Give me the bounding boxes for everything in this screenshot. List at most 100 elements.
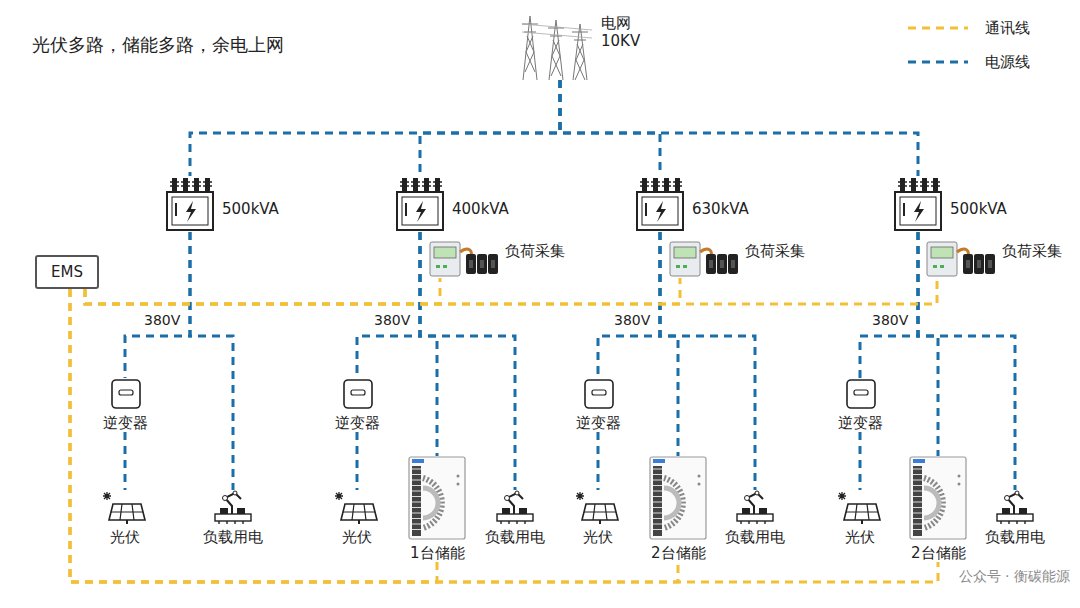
bess-icon	[909, 456, 967, 540]
power-line	[660, 232, 755, 490]
transformer-node: 500kVA	[163, 176, 281, 232]
load-node: 负载用电	[983, 490, 1047, 546]
load-icon	[733, 490, 777, 524]
bess-icon	[408, 456, 466, 540]
ems-box: EMS	[35, 255, 99, 289]
node-label: 1台储能	[410, 544, 465, 562]
inverter-node: 逆变器	[333, 378, 382, 432]
load-meter-node: 负荷采集	[925, 238, 1064, 278]
power-line-sample	[908, 61, 968, 64]
node-label: 负载用电	[203, 528, 263, 546]
power-line	[420, 80, 560, 176]
node-label: 负荷采集	[1002, 242, 1062, 260]
node-label: 负载用电	[985, 528, 1045, 546]
power-line	[190, 232, 233, 490]
comm-line	[85, 278, 680, 304]
node-label: 负荷采集	[745, 242, 805, 260]
inv-icon	[582, 378, 616, 410]
node-label: 电网 10KV	[601, 14, 645, 50]
power-line	[190, 80, 560, 176]
node-label: 400kVA	[452, 200, 509, 218]
load-icon	[993, 490, 1037, 524]
comm-line	[70, 289, 938, 582]
meter-icon	[668, 238, 740, 278]
load-icon	[493, 490, 537, 524]
voltage-label: 380V	[374, 312, 410, 329]
comm-line	[85, 278, 440, 304]
inverter-node: 逆变器	[836, 378, 885, 432]
legend-text: 电源线	[985, 53, 1030, 71]
pv-icon	[576, 490, 620, 524]
pv-node: 光伏	[836, 490, 884, 546]
inv-icon	[109, 378, 143, 410]
diagram-title-note: 光伏多路，储能多路，余电上网	[32, 34, 284, 56]
node-label: 逆变器	[576, 414, 621, 432]
node-label: 光伏	[845, 528, 875, 546]
transformer-node: 500kVA	[891, 176, 1009, 232]
node-label: 光伏	[110, 528, 140, 546]
xfmr-icon	[891, 176, 945, 232]
transformer-node: 630kVA	[633, 176, 751, 232]
comm-line	[70, 289, 678, 582]
xfmr-icon	[633, 176, 687, 232]
power-line	[560, 80, 660, 176]
bess-icon	[649, 456, 707, 540]
node-label: 负载用电	[485, 528, 545, 546]
node-label: 500kVA	[950, 200, 1007, 218]
node-label: 负载用电	[725, 528, 785, 546]
power-line	[859, 432, 862, 490]
meter-icon	[925, 238, 997, 278]
inverter-node: 逆变器	[101, 378, 150, 432]
node-label: 逆变器	[335, 414, 380, 432]
power-line	[560, 80, 918, 176]
inv-icon	[341, 378, 375, 410]
xfmr-icon	[393, 176, 447, 232]
node-label: 逆变器	[838, 414, 883, 432]
voltage-label: 380V	[614, 312, 650, 329]
load-node: 负载用电	[483, 490, 547, 546]
node-label: 2台储能	[651, 544, 706, 562]
inv-icon	[844, 378, 878, 410]
voltage-label: 380V	[144, 312, 180, 329]
pv-icon	[103, 490, 147, 524]
power-line	[420, 232, 515, 490]
power-line	[356, 432, 359, 490]
power-line	[597, 432, 600, 490]
storage-node: 2台储能	[907, 456, 969, 562]
node-label: 逆变器	[103, 414, 148, 432]
node-label: 2台储能	[911, 544, 966, 562]
power-line	[124, 432, 127, 490]
node-label: 630kVA	[692, 200, 749, 218]
node-label: 负荷采集	[505, 242, 565, 260]
xfmr-icon	[163, 176, 217, 232]
load-node: 负载用电	[723, 490, 787, 546]
pv-icon	[838, 490, 882, 524]
grid-icon-node: 电网 10KV	[518, 10, 647, 80]
pv-node: 光伏	[333, 490, 381, 546]
voltage-label: 380V	[872, 312, 908, 329]
pv-icon	[335, 490, 379, 524]
storage-node: 2台储能	[647, 456, 709, 562]
load-icon	[211, 490, 255, 524]
load-meter-node: 负荷采集	[668, 238, 807, 278]
node-label: 500kVA	[222, 200, 279, 218]
comm-line	[85, 278, 937, 304]
watermark: 公众号 · 衡碳能源	[959, 568, 1070, 585]
storage-node: 1台储能	[406, 456, 468, 562]
legend-text: 通讯线	[985, 19, 1030, 37]
inverter-node: 逆变器	[574, 378, 623, 432]
transformer-node: 400kVA	[393, 176, 511, 232]
node-label: 光伏	[583, 528, 613, 546]
load-meter-node: 负荷采集	[428, 238, 567, 278]
pv-node: 光伏	[101, 490, 149, 546]
power-line	[918, 232, 1015, 490]
meter-icon	[428, 238, 500, 278]
comm-line	[70, 289, 437, 582]
load-node: 负载用电	[201, 490, 265, 546]
node-label: EMS	[51, 263, 83, 281]
tower-icon	[518, 10, 596, 80]
comm-line-sample	[908, 27, 968, 30]
pv-node: 光伏	[574, 490, 622, 546]
node-label: 光伏	[342, 528, 372, 546]
